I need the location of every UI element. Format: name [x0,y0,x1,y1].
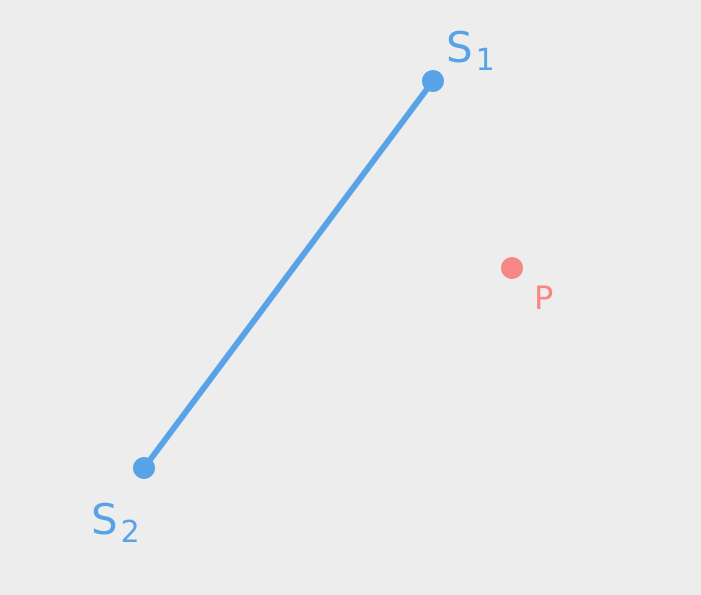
label-p: P [534,279,553,317]
endpoint-s1 [422,70,444,92]
endpoint-s2 [133,457,155,479]
point-p [501,257,523,279]
segment-s1-s2 [141,78,436,471]
